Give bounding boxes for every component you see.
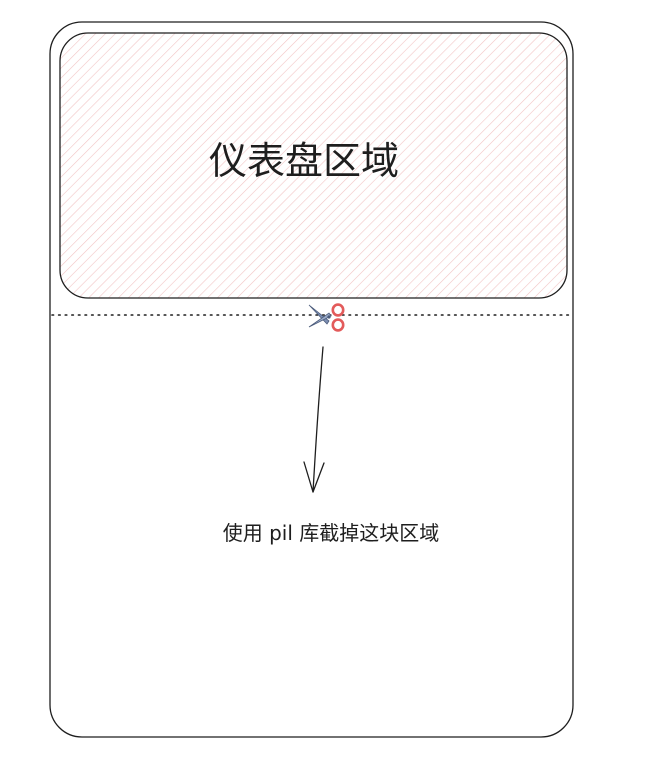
dashboard-region: 仪表盘区域 (59, 32, 568, 299)
down-arrow-icon (303, 346, 325, 493)
outer-frame (49, 21, 574, 738)
scissors-icon (308, 303, 345, 332)
crop-note: 使用 pil 库截掉这块区域 (223, 521, 440, 545)
dashboard-label: 仪表盘区域 (209, 139, 399, 183)
